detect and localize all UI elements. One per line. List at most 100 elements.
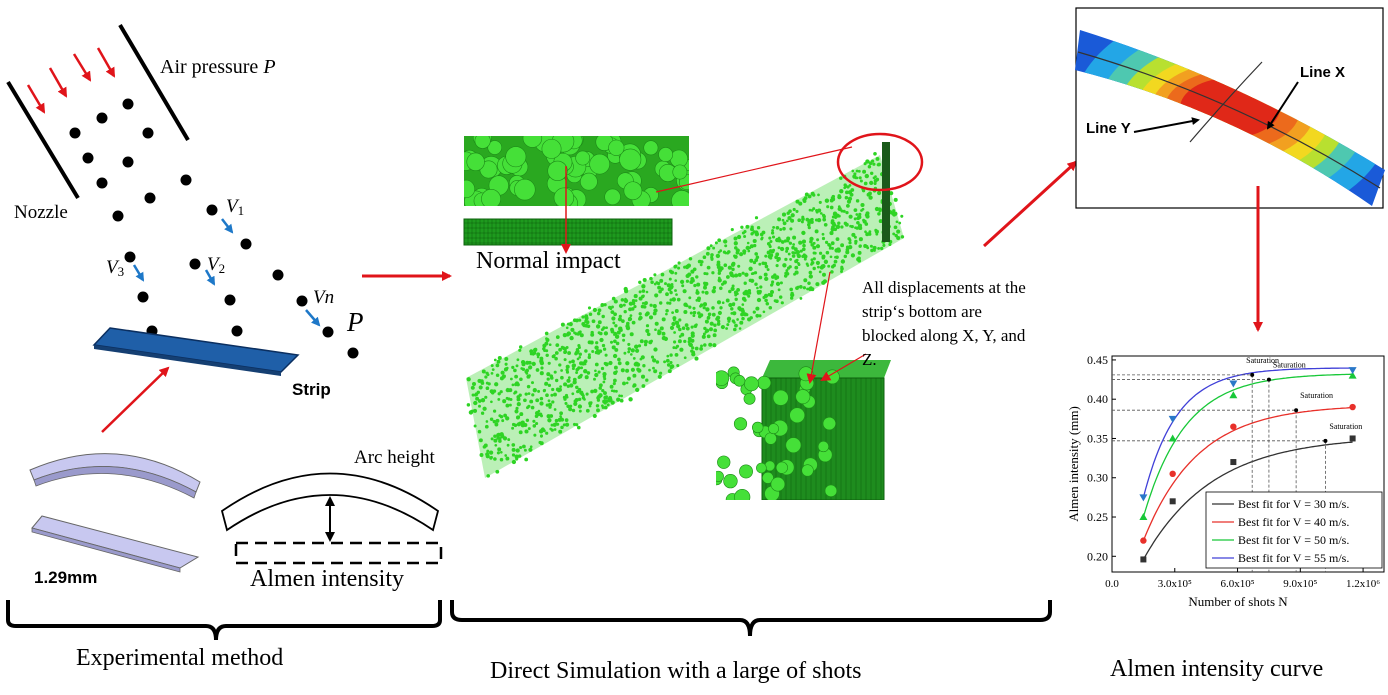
shot-sphere	[772, 389, 789, 406]
shot-point	[779, 228, 783, 231]
shot-point	[831, 198, 835, 201]
data-point	[1169, 498, 1176, 505]
shot-point	[730, 262, 736, 267]
shot-point	[892, 209, 896, 213]
shot-point	[891, 211, 896, 216]
shot-point	[611, 345, 616, 350]
shot-point	[756, 291, 761, 295]
shot-point	[689, 311, 693, 315]
shot-point	[717, 319, 721, 323]
shot-point	[675, 293, 678, 296]
shot-point	[775, 264, 779, 268]
shot-sphere	[795, 389, 811, 405]
shot-point	[699, 304, 702, 308]
shot-point	[547, 361, 551, 365]
shot-sphere	[575, 150, 591, 166]
shot-point	[665, 292, 669, 297]
shot-point	[685, 326, 690, 331]
shot-point	[639, 357, 643, 361]
shot-point	[506, 443, 510, 447]
shot-point	[601, 404, 604, 408]
shot-point	[829, 255, 833, 259]
shot-point	[617, 317, 622, 322]
shot-point	[511, 459, 517, 465]
shot-point	[544, 381, 549, 386]
shot-point	[840, 225, 844, 229]
shot-point	[728, 289, 732, 294]
shot-point	[705, 251, 710, 256]
shot-point	[900, 235, 905, 239]
shot-point	[583, 369, 588, 374]
shot-point	[545, 403, 549, 407]
shot-point	[607, 305, 612, 310]
shot-point	[577, 344, 581, 348]
shot-point	[627, 350, 631, 354]
shot-point	[695, 290, 700, 295]
shot-point	[812, 207, 816, 211]
shot-point	[702, 255, 707, 260]
shot-point	[790, 218, 795, 223]
shot-point	[754, 230, 759, 235]
shot-point	[845, 210, 849, 215]
shot-point	[559, 411, 563, 416]
shot-point	[692, 314, 696, 318]
shot-point	[615, 341, 620, 346]
shot-point	[495, 469, 500, 474]
shot-point	[744, 272, 749, 277]
shot-point	[622, 303, 626, 307]
shot-point	[688, 305, 692, 309]
shot-point	[729, 271, 734, 276]
shot-point	[529, 349, 534, 354]
shot-point	[858, 237, 863, 242]
strip-label: Strip	[292, 380, 331, 399]
shot-point	[794, 270, 799, 275]
shot-point	[773, 299, 777, 303]
shot-point	[806, 264, 810, 267]
shot-point	[641, 284, 646, 289]
shot-sphere	[717, 455, 731, 469]
shot-point	[795, 258, 799, 262]
shot-point	[485, 381, 489, 385]
shot-point	[665, 312, 668, 316]
shot-point	[480, 411, 485, 415]
shot-point	[688, 296, 692, 300]
shot-point	[747, 249, 751, 253]
shot-point	[613, 339, 617, 344]
shot-point	[846, 204, 850, 208]
shot-point	[716, 265, 721, 270]
shot-point	[633, 294, 638, 299]
shot-point	[733, 327, 737, 332]
shot-point	[839, 189, 844, 194]
shot-point	[643, 302, 647, 306]
shot-point	[801, 254, 805, 258]
shot-point	[880, 246, 884, 251]
shot-point	[571, 367, 575, 371]
shot-point	[679, 279, 685, 285]
shot-point	[706, 316, 711, 320]
shot-point	[642, 277, 647, 283]
shot-point	[751, 271, 755, 275]
shot-point	[855, 213, 859, 216]
shot-point	[499, 450, 503, 454]
shot-point	[610, 400, 615, 405]
shot-point	[612, 378, 617, 383]
shot-point	[748, 291, 752, 295]
shot-point	[651, 358, 657, 363]
shot-point	[590, 330, 594, 335]
shot-point	[716, 322, 721, 326]
x-tick-label: 1.2x10⁶	[1346, 578, 1380, 590]
shot-point	[573, 401, 578, 406]
experimental-brace	[6, 600, 442, 641]
shot-point	[628, 307, 633, 312]
shot-point	[653, 308, 658, 313]
shot-point	[542, 429, 546, 433]
shot-point	[576, 357, 580, 361]
shot-point	[603, 331, 609, 336]
shot-point	[703, 271, 707, 276]
shot-point	[717, 238, 722, 243]
shot-point	[731, 302, 736, 306]
shot-point	[502, 374, 506, 378]
shot-point	[630, 348, 635, 353]
shot-point	[637, 344, 642, 348]
